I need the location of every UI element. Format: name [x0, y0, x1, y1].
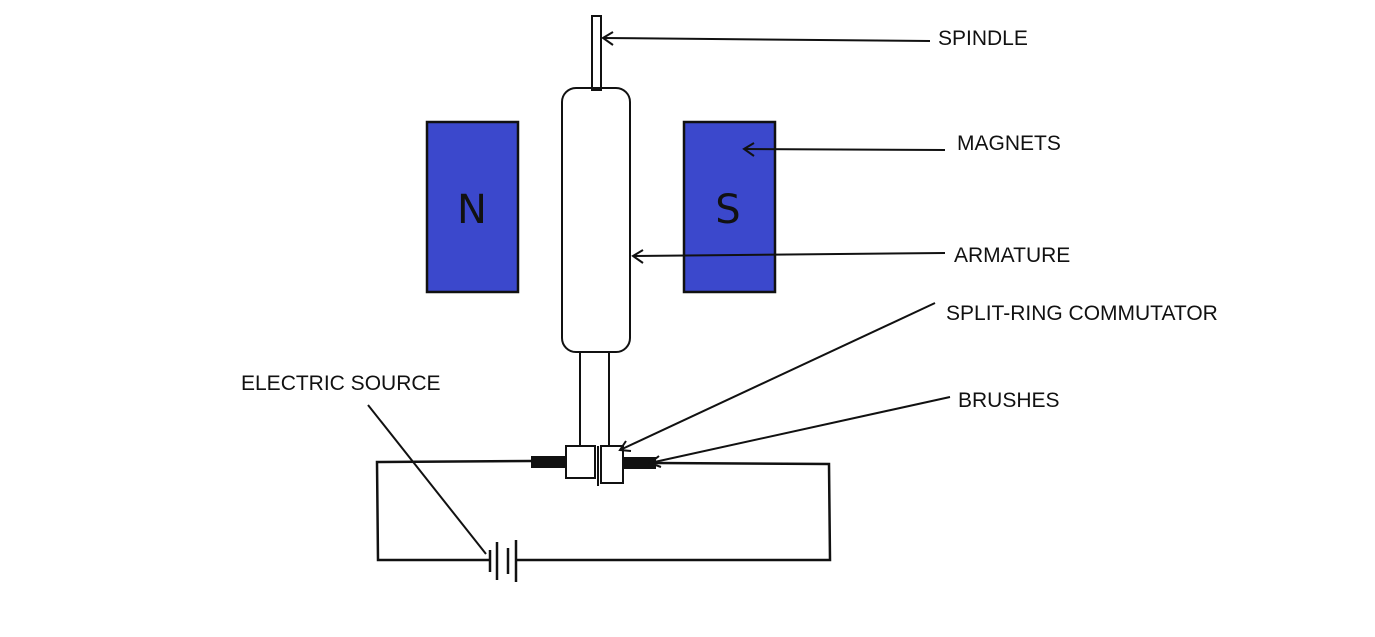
- circuit-wire-right: [516, 461, 832, 562]
- armature: [561, 87, 631, 353]
- commutator-label: SPLIT-RING COMMUTATOR: [946, 302, 1218, 325]
- magnets-arrow: [742, 142, 946, 157]
- brushes-label: BRUSHES: [958, 389, 1060, 412]
- circuit-wire-left: [375, 459, 532, 562]
- source-leader-line: [367, 404, 487, 555]
- armature-label: ARMATURE: [954, 244, 1070, 267]
- spindle: [591, 15, 602, 91]
- north-magnet: [425, 120, 520, 294]
- magnets-label: MAGNETS: [957, 132, 1061, 155]
- brushes-arrow: [647, 396, 951, 468]
- commutator-arrow: [618, 302, 936, 452]
- south-pole-label: S: [715, 187, 740, 233]
- armature-arrow: [631, 249, 946, 264]
- south-magnet: [682, 120, 777, 294]
- spindle-arrow: [601, 31, 931, 46]
- right-brush: [623, 457, 656, 469]
- commutator-right-segment: [600, 445, 624, 484]
- north-pole-label: N: [457, 187, 487, 233]
- spindle-label: SPINDLE: [938, 27, 1028, 50]
- commutator-left-segment: [565, 445, 596, 479]
- electric-source-label: ELECTRIC SOURCE: [241, 372, 441, 395]
- battery-icon: [488, 540, 518, 582]
- left-brush: [531, 456, 566, 468]
